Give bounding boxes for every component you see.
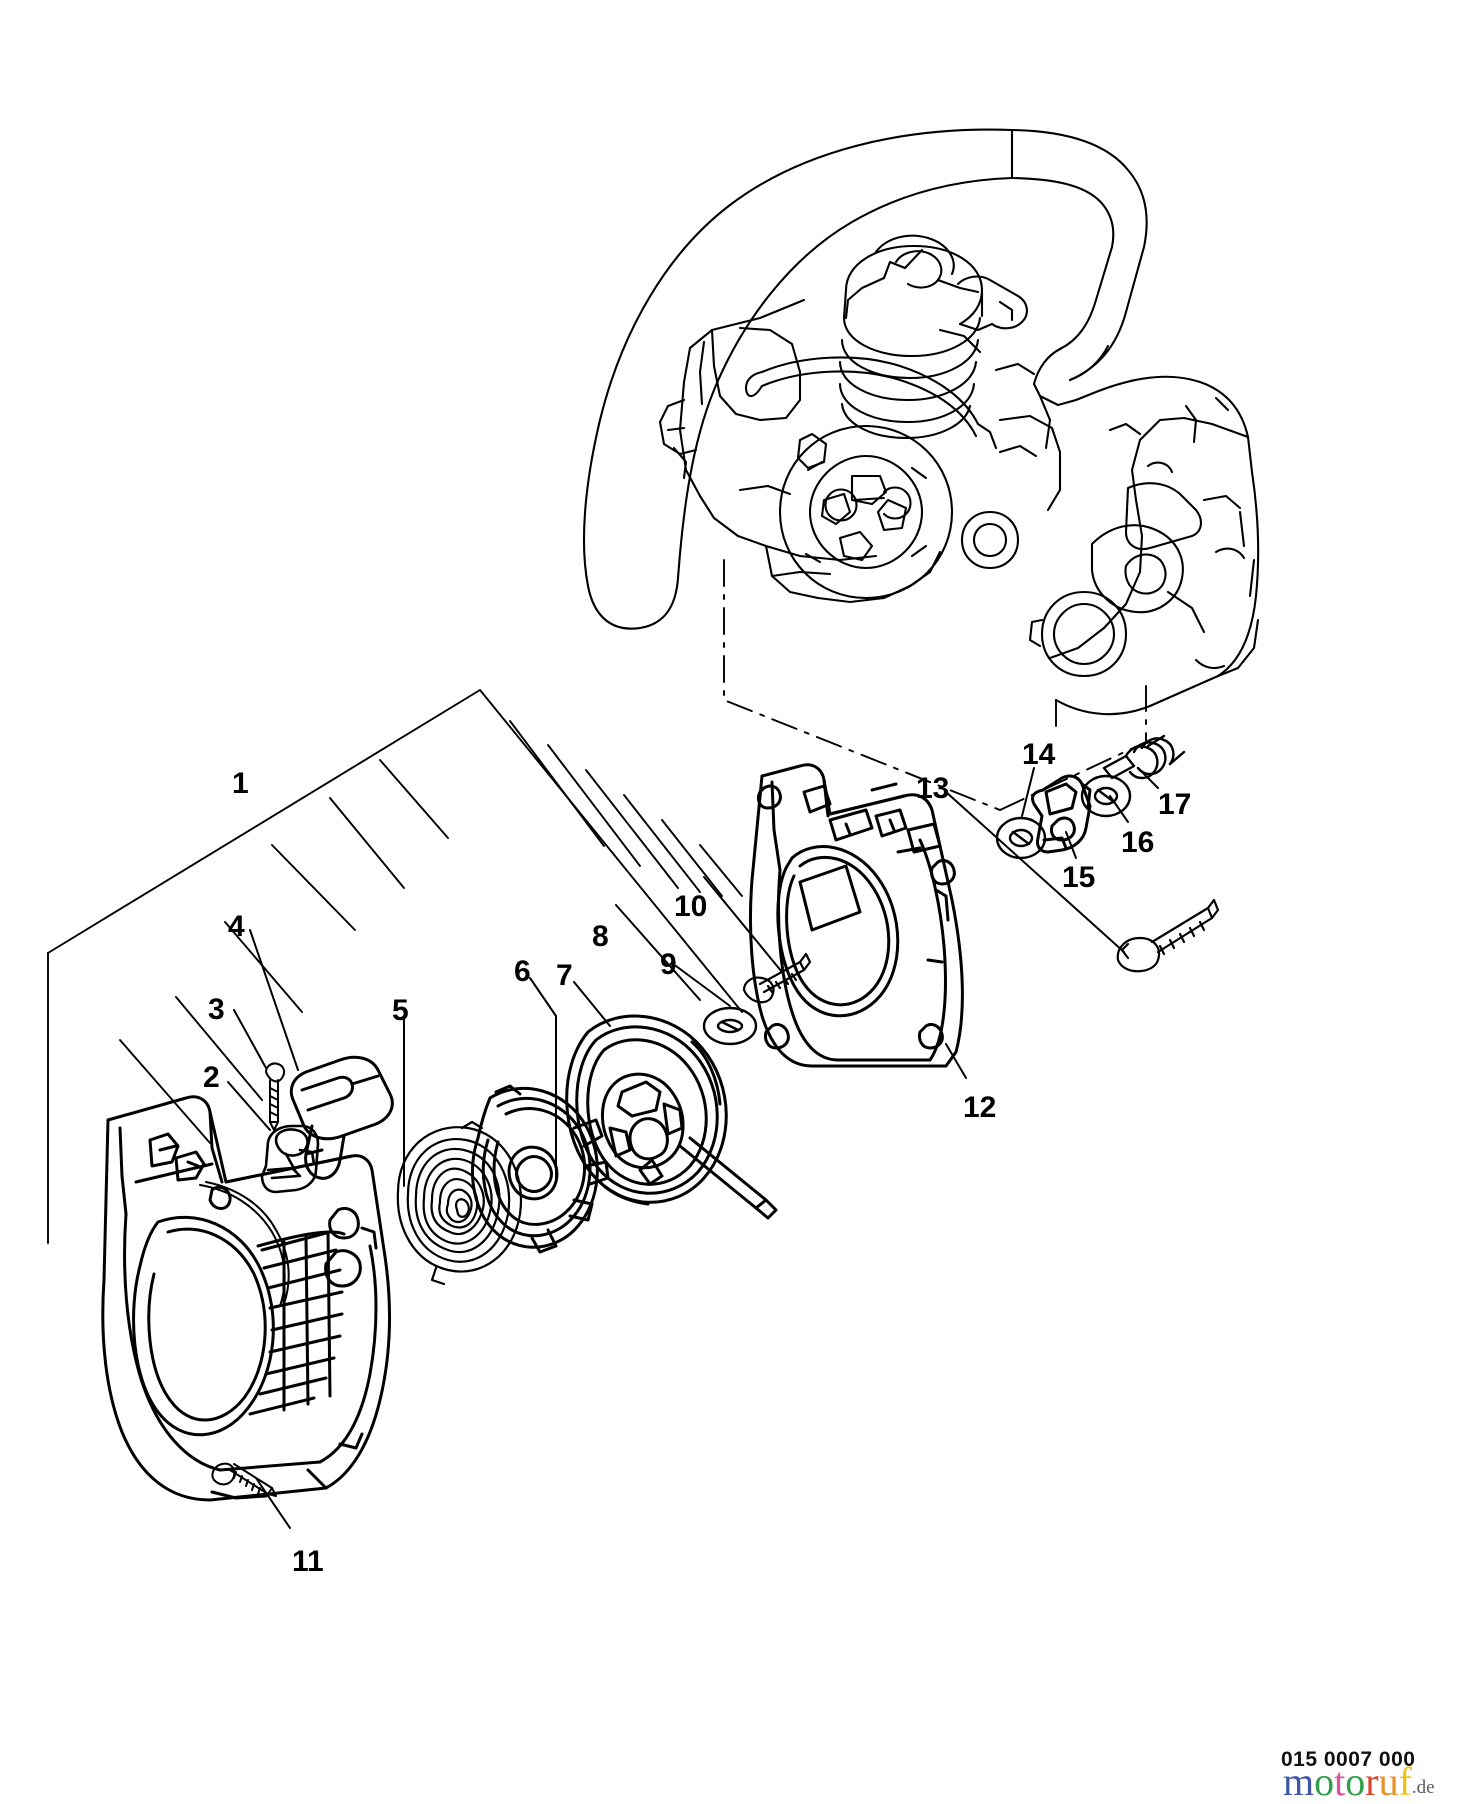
callout-11: 11: [292, 1545, 324, 1578]
assembly-view-group: [582, 128, 1260, 716]
callout-1: 1: [232, 767, 249, 800]
callout-13: 13: [916, 772, 950, 805]
callout-14: 14: [1022, 738, 1056, 771]
callout-10: 10: [674, 890, 708, 923]
logo-tld: .de: [1411, 1777, 1435, 1798]
callout-12: 12: [963, 1091, 997, 1124]
part-cover-screw: [211, 1462, 277, 1497]
part-starter-cover: [101, 1095, 392, 1502]
callout-16: 16: [1121, 826, 1155, 859]
part-fan-housing: [748, 763, 964, 1068]
logo-letter-o1: o: [1314, 1759, 1335, 1804]
callout-8: 8: [592, 920, 609, 953]
logo-letter-r: r: [1365, 1759, 1379, 1804]
logo-letter-o2: o: [1345, 1759, 1366, 1804]
logo-letter-t: t: [1334, 1759, 1346, 1804]
part-wave-washer: [1080, 774, 1132, 818]
part-starter-pulley: [565, 1014, 778, 1220]
logo-letter-m: m: [1283, 1759, 1315, 1804]
logo-letter-u: u: [1378, 1759, 1399, 1804]
callout-17: 17: [1158, 788, 1192, 821]
part-starter-handle: [289, 1055, 394, 1180]
part-pulley-washer: [702, 1006, 758, 1046]
callout-9: 9: [660, 948, 677, 981]
logo-letter-f: f: [1398, 1759, 1412, 1804]
part-number-label: 015 0007 000: [1281, 1748, 1416, 1771]
part-pawl-spring: [1102, 734, 1186, 780]
part-recoil-spring: [396, 1120, 523, 1286]
part-handle-screw: [265, 1062, 286, 1131]
callout-5: 5: [392, 994, 409, 1027]
callout-15: 15: [1062, 861, 1096, 894]
callout-7: 7: [556, 959, 573, 992]
part-pawl-screw: [1116, 898, 1220, 973]
callout-3: 3: [208, 993, 225, 1026]
callout-2: 2: [203, 1061, 220, 1094]
motoruf-watermark: motoruf.de: [1283, 1762, 1435, 1802]
callout-4: 4: [228, 910, 245, 943]
part-flat-washer: [995, 816, 1047, 860]
part-starter-pawl: [1030, 774, 1092, 854]
callout-6: 6: [514, 955, 531, 988]
